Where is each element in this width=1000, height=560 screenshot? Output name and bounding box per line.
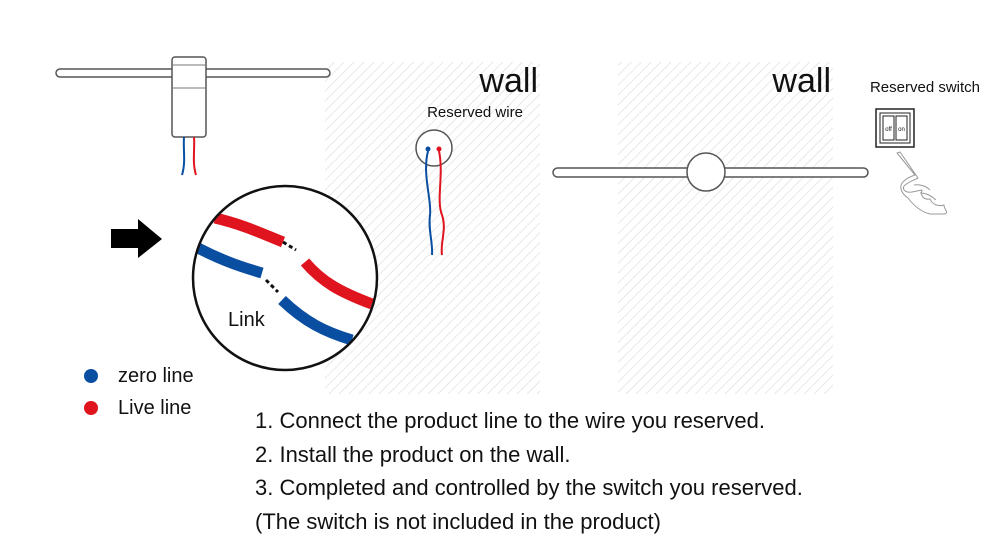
switch-on-label: on — [898, 127, 905, 133]
product-fixture-uninstalled — [55, 56, 331, 176]
legend-label-live-line: Live line — [118, 396, 192, 419]
wall-label-left: wall — [478, 62, 538, 100]
reserved-wire-label: Reserved wire — [427, 104, 523, 121]
step-3: 3. Completed and controlled by the switc… — [255, 475, 803, 500]
link-label: Link — [228, 309, 266, 331]
reserved-switch-label: Reserved switch — [870, 79, 980, 96]
reserved-wire: Reserved wire — [415, 104, 523, 256]
zero-line-dot — [84, 369, 98, 383]
wire-legend: zero line Live line — [84, 360, 194, 424]
switch-off-label: off — [885, 127, 892, 133]
product-fixture-installed — [552, 152, 869, 192]
step-1: 1. Connect the product line to the wire … — [255, 408, 765, 433]
pointing-hand-icon — [896, 151, 948, 215]
legend-item-zero-line: zero line — [84, 360, 194, 392]
live-line-dot — [84, 401, 98, 415]
reserved-switch: Reserved switch off on — [870, 79, 980, 148]
installation-steps: 1. Connect the product line to the wire … — [255, 404, 803, 538]
step-2: 2. Install the product on the wall. — [255, 441, 571, 467]
connection-zoom-circle: Link — [191, 184, 379, 372]
arrow-right-icon — [111, 219, 162, 258]
wall-right — [618, 62, 833, 394]
legend-item-live-line: Live line — [84, 392, 194, 424]
wall-label-right: wall — [771, 62, 831, 100]
legend-label-zero-line: zero line — [118, 364, 194, 387]
step-note: (The switch is not included in the produ… — [255, 508, 661, 534]
